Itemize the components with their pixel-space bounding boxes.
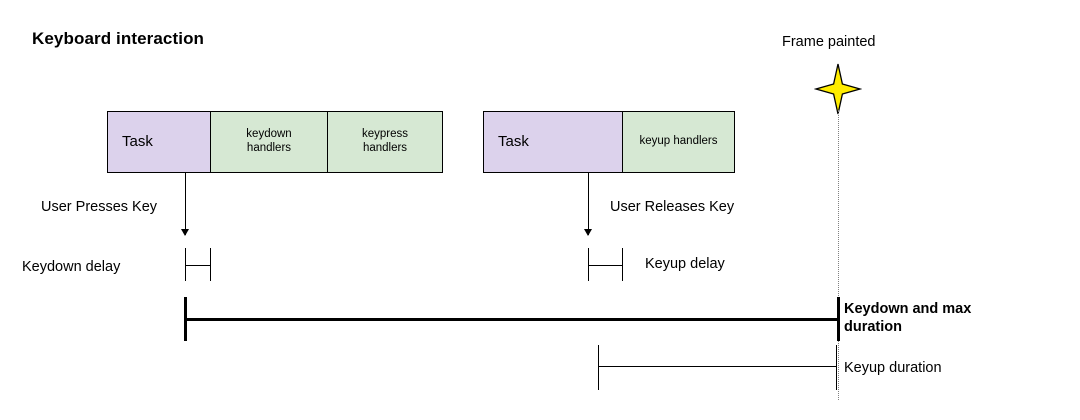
keydown-duration-bar <box>184 318 839 321</box>
keyup-duration-tick-start <box>598 345 600 390</box>
task-box-keyup[interactable]: Task <box>483 111 623 173</box>
task-box-keyup-label: Task <box>498 133 529 151</box>
user-presses-key-arrowhead <box>181 229 189 236</box>
keydown-and-max-duration-label-line2: duration <box>844 319 902 336</box>
keyup-delay-tick-end <box>622 248 624 281</box>
keypress-handlers-box[interactable]: keypress handlers <box>327 111 443 173</box>
keydown-handlers-box[interactable]: keydown handlers <box>210 111 328 173</box>
keyup-handlers-label: keyup handlers <box>639 135 718 148</box>
keydown-delay-label: Keydown delay <box>22 259 121 275</box>
keydown-handlers-label-line2: handlers <box>246 142 292 154</box>
keyup-delay-bar <box>588 265 623 267</box>
user-presses-key-label: User Presses Key <box>41 199 158 215</box>
keydown-delay-tick-start <box>185 248 187 281</box>
keyup-delay-label: Keyup delay <box>645 256 725 272</box>
keyup-duration-bar <box>598 366 837 368</box>
keydown-delay-bar <box>185 265 211 267</box>
task-box-keydown[interactable]: Task <box>107 111 211 173</box>
user-releases-key-arrow-line <box>588 173 590 235</box>
frame-painted-label: Frame painted <box>782 34 876 50</box>
user-releases-key-arrowhead <box>584 229 592 236</box>
keydown-and-max-duration-label: Keydown and max duration <box>844 300 1029 336</box>
user-presses-key-arrow-line <box>185 173 187 235</box>
keypress-handlers-label-line2: handlers <box>362 142 408 154</box>
four-point-star-icon <box>814 63 862 115</box>
keydown-and-max-duration-label-line1: Keydown and max <box>844 301 972 317</box>
page-title: Keyboard interaction <box>32 29 205 48</box>
frame-painted-guide-line <box>838 110 839 400</box>
keypress-handlers-label-line1: keypress <box>361 128 409 141</box>
keydown-handlers-label-line1: keydown <box>246 128 292 141</box>
keydown-delay-tick-end <box>210 248 212 281</box>
keyup-duration-label: Keyup duration <box>844 360 942 376</box>
user-releases-key-label: User Releases Key <box>610 199 735 215</box>
keyup-duration-tick-end <box>836 345 838 390</box>
task-box-keydown-label: Task <box>122 133 153 151</box>
keyup-handlers-box[interactable]: keyup handlers <box>622 111 735 173</box>
keyup-delay-tick-start <box>588 248 590 281</box>
